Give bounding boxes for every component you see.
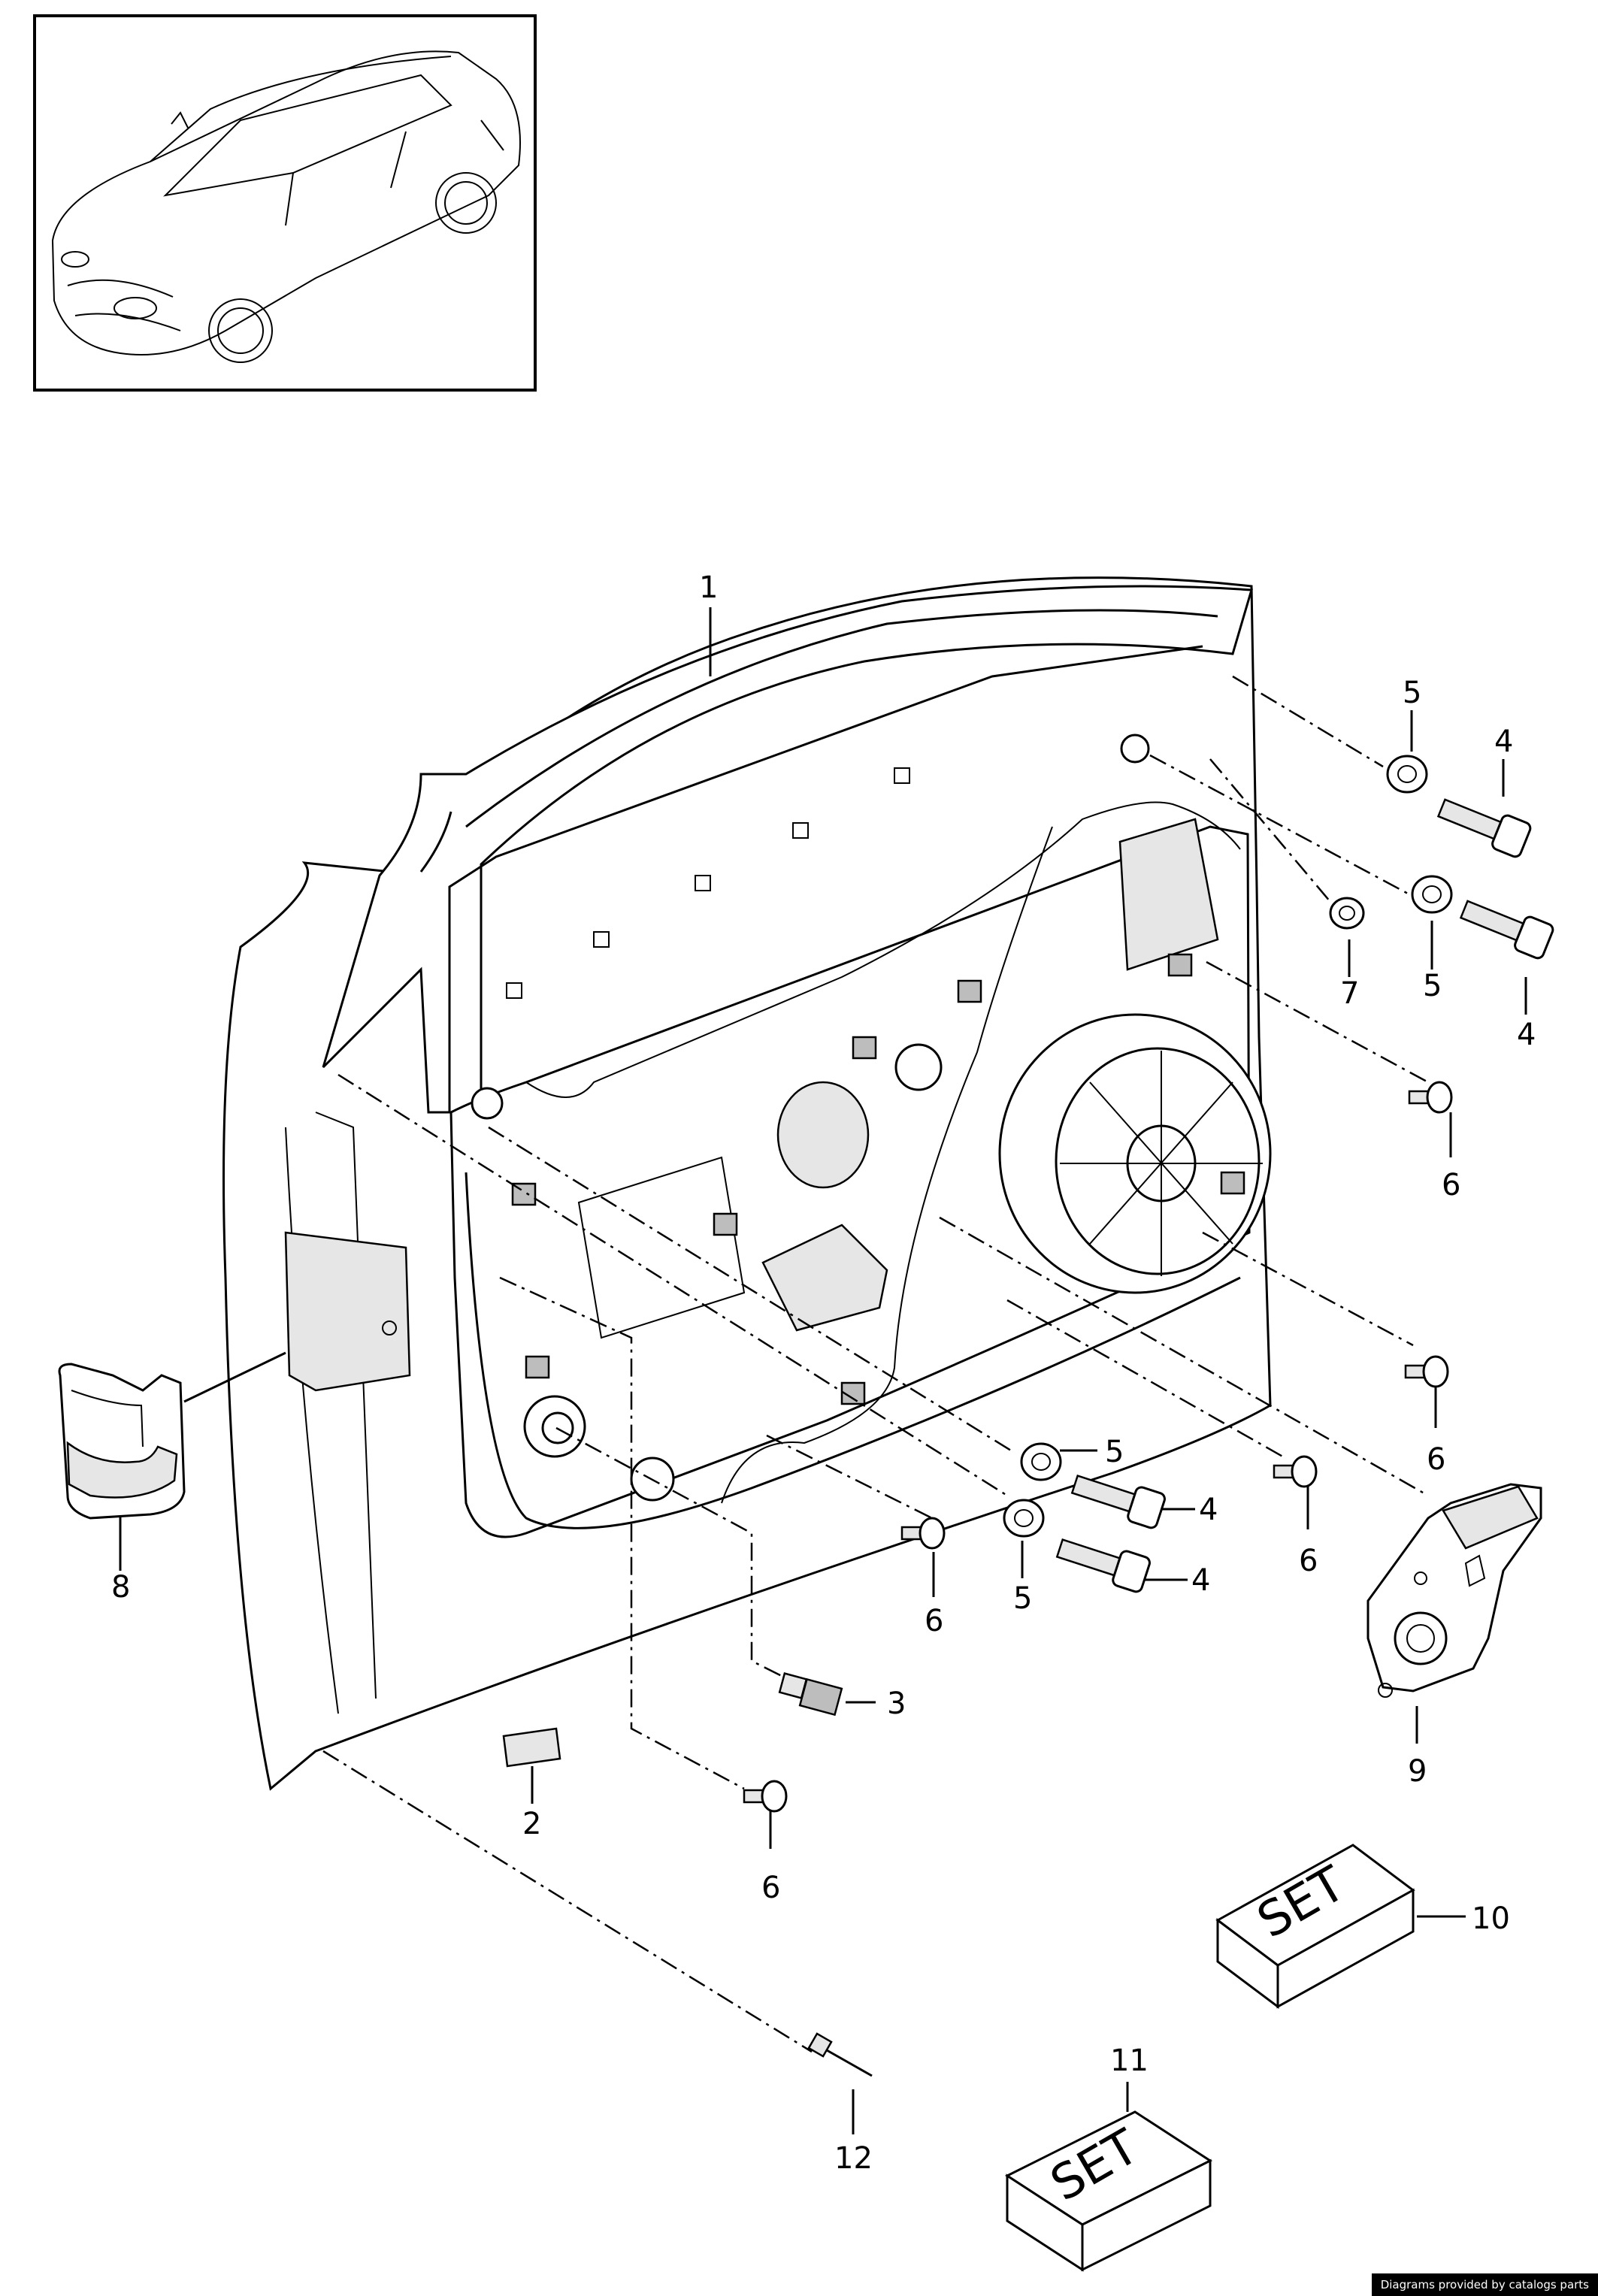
washers <box>1003 755 1453 1538</box>
label-part-9: 9 <box>1408 1754 1427 1789</box>
set-box-part-11: SET <box>1004 2110 1213 2272</box>
label-part-5: 5 <box>1105 1435 1124 1469</box>
label-part-4: 4 <box>1199 1493 1218 1527</box>
set-box-part-10: SET <box>1215 1844 1415 2009</box>
cover-part-8 <box>58 1363 186 1520</box>
label-part-1: 1 <box>699 570 718 605</box>
leader-lines <box>322 675 1429 2053</box>
label-part-4: 4 <box>1517 1018 1536 1052</box>
label-part-10: 10 <box>1472 1901 1510 1936</box>
label-part-6: 6 <box>761 1871 780 1905</box>
window-motor-part-9 <box>1366 1483 1542 1698</box>
push-clips <box>743 1081 1453 1813</box>
pad-part-2 <box>502 1727 561 1768</box>
door-shell <box>222 576 1272 1791</box>
label-part-5: 5 <box>1403 676 1421 710</box>
vehicle-thumbnail <box>33 14 537 392</box>
label-part-7: 7 <box>1340 976 1359 1011</box>
label-part-4: 4 <box>1191 1563 1210 1598</box>
label-part-11: 11 <box>1110 2043 1149 2078</box>
bolts <box>1055 798 1554 1593</box>
diagram-credit: Diagrams provided by catalogs parts <box>1371 2273 1598 2296</box>
label-part-6: 6 <box>1442 1168 1460 1202</box>
part-labels: 1 2 3 4 4 4 4 5 5 5 5 6 6 6 6 6 7 8 9 10… <box>111 570 1536 2176</box>
label-part-6: 6 <box>1299 1544 1318 1578</box>
label-part-3: 3 <box>887 1686 906 1721</box>
label-part-2: 2 <box>522 1807 541 1841</box>
label-part-6: 6 <box>1427 1442 1445 1477</box>
label-part-8: 8 <box>111 1570 130 1605</box>
rivet-part-12 <box>807 2032 873 2077</box>
connector-part-3 <box>778 1672 843 1717</box>
label-part-6: 6 <box>925 1604 943 1638</box>
speaker <box>998 1013 1272 1294</box>
label-part-12: 12 <box>834 2141 873 2176</box>
label-part-4: 4 <box>1494 724 1513 759</box>
label-part-5: 5 <box>1013 1581 1032 1616</box>
label-part-5: 5 <box>1423 969 1442 1003</box>
